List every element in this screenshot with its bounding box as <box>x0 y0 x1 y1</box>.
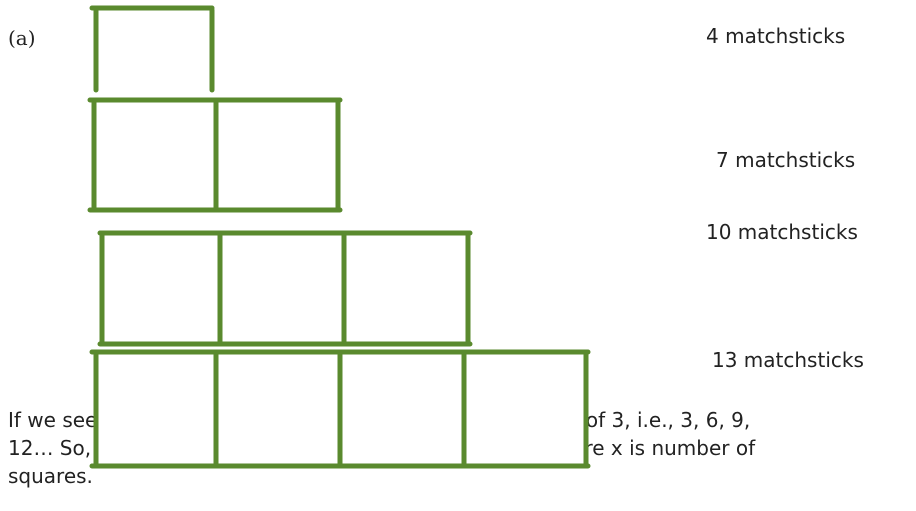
matchstick-row-4 <box>92 352 588 468</box>
count-label-1: 4 matchsticks <box>706 24 845 48</box>
matchstick-row-2 <box>90 100 340 210</box>
matchstick-row-1 <box>92 8 212 90</box>
count-label-3: 10 matchsticks <box>706 220 858 244</box>
matchstick-row-3 <box>100 233 470 344</box>
count-label-4: 13 matchsticks <box>712 348 864 372</box>
count-label-2: 7 matchsticks <box>716 148 855 172</box>
